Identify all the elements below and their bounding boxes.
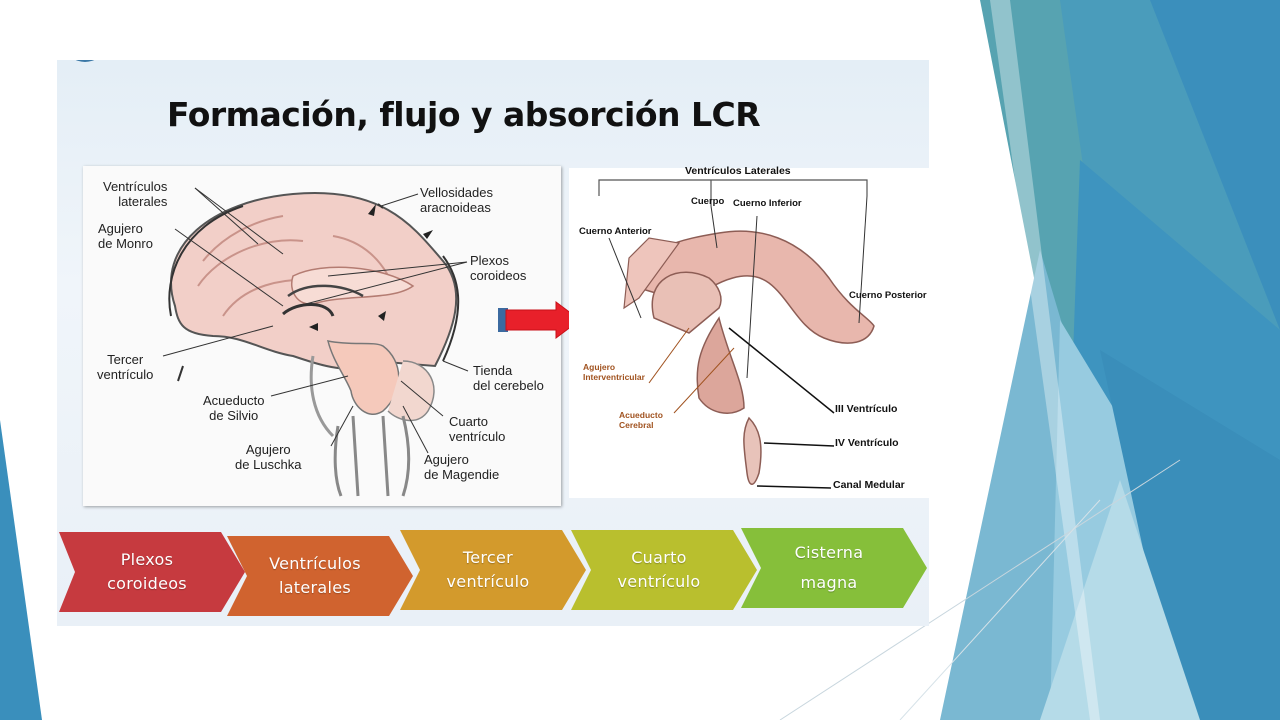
flow-step-cisterna-magna: Cisterna magna	[741, 528, 927, 608]
label-cuarto-ventriculo: Cuarto ventrículo	[449, 414, 506, 444]
label-canal-medular: Canal Medular	[833, 479, 905, 491]
label-tercer-ventriculo: Tercer ventrículo	[97, 352, 154, 382]
label-ventriculos-laterales-title: Ventrículos Laterales	[685, 165, 791, 177]
flow-step-shape	[59, 532, 245, 612]
flow-step-cuarto-ventriculo: Cuarto ventrículo	[571, 530, 757, 610]
flow-step-plexos-coroideos: Plexos coroideos	[59, 532, 245, 612]
label-cuerpo: Cuerpo	[691, 196, 725, 207]
label-agujero-de-monro: Agujero de Monro	[98, 221, 153, 251]
flow-step-label: Tercer ventrículo	[446, 548, 530, 591]
label-cuerno-anterior: Cuerno Anterior	[579, 226, 652, 237]
label-ventriculos-laterales: Ventrículos laterales	[103, 179, 168, 209]
label-iii-ventriculo: III Ventrículo	[835, 403, 898, 415]
lateral-ventricles-diagram: Ventrículos Laterales Cuerpo Cuerno Infe…	[569, 165, 929, 498]
label-tienda-del-cerebelo: Tienda del cerebelo	[473, 363, 544, 393]
slide-title: Formación, flujo y absorción LCR	[167, 95, 761, 134]
corner-circle-decoration	[75, 60, 95, 62]
flow-step-label: Cisterna magna	[794, 543, 864, 592]
label-iv-ventriculo: IV Ventrículo	[835, 437, 899, 449]
ventricles-illustration	[598, 179, 875, 489]
flow-step-shape	[741, 528, 927, 608]
label-cuerno-inferior: Cuerno Inferior	[733, 198, 802, 209]
red-arrow-icon	[498, 301, 581, 339]
csf-flow-sequence: Plexos coroideos Ventrículos laterales T…	[57, 522, 929, 618]
flow-step-tercer-ventriculo: Tercer ventrículo	[400, 530, 586, 610]
label-agujero-de-magendie: Agujero de Magendie	[424, 452, 500, 482]
flow-step-shape	[571, 530, 757, 610]
brain-illustration	[162, 187, 469, 497]
label-acueducto-cerebral: Acueducto Cerebral	[619, 410, 663, 430]
flow-step-shape	[227, 536, 413, 616]
flow-step-label: Cuarto ventrículo	[617, 548, 701, 591]
flow-step-label: Plexos coroideos	[107, 550, 187, 593]
flow-step-shape	[400, 530, 586, 610]
brain-csf-diagram: Ventrículos laterales Agujero de Monro V…	[83, 166, 561, 506]
label-acueducto-de-silvio: Acueducto de Silvio	[203, 393, 265, 423]
flow-step-label: Ventrículos laterales	[269, 554, 361, 597]
label-cuerno-posterior: Cuerno Posterior	[849, 290, 927, 301]
label-agujero-interventricular: Agujero Interventricular	[583, 362, 645, 382]
content-panel: Formación, flujo y absorción LCR	[57, 60, 929, 626]
flow-step-ventriculos-laterales: Ventrículos laterales	[227, 536, 413, 616]
label-plexos-coroideos: Plexos coroideos	[470, 253, 527, 283]
label-vellosidades-aracnoideas: Vellosidades aracnoideas	[420, 185, 493, 215]
label-agujero-de-luschka: Agujero de Luschka	[235, 442, 302, 472]
